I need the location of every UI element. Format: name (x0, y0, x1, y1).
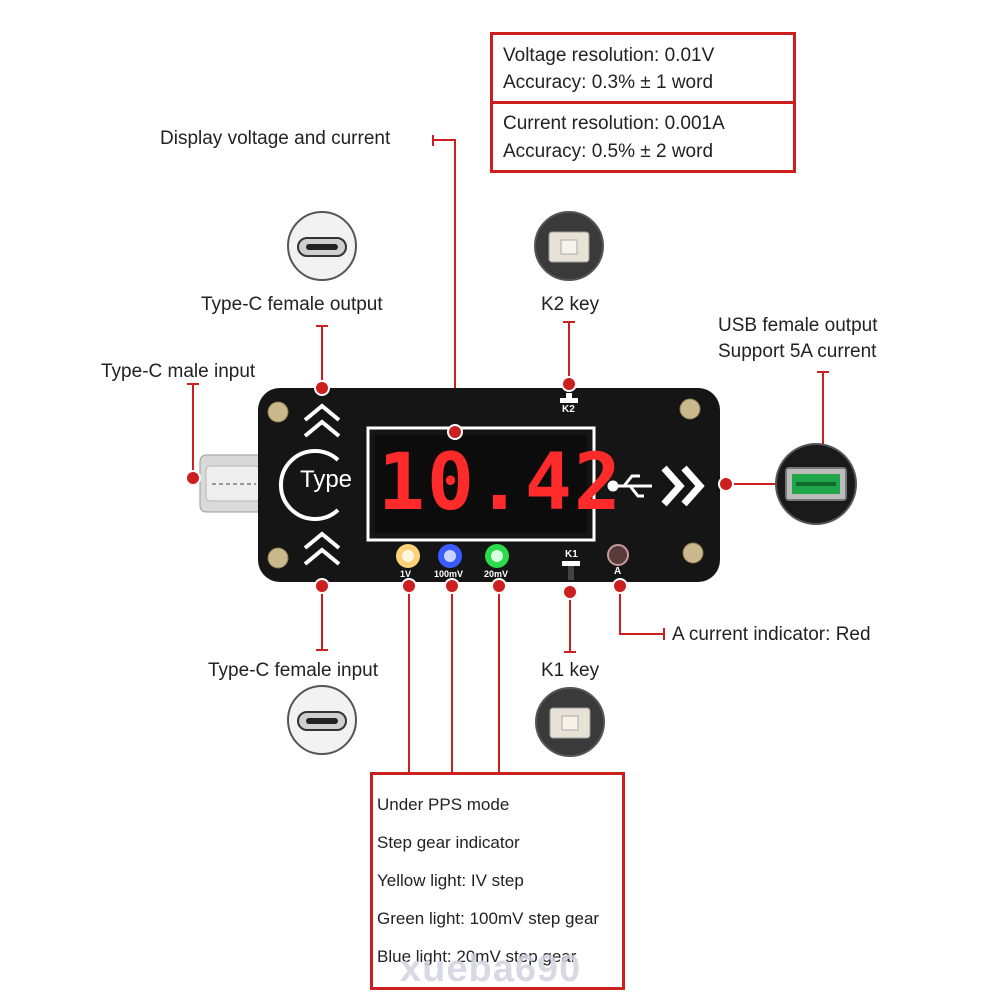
inset-k1-key (535, 687, 605, 757)
typec-male-plug (199, 454, 271, 513)
led2-silk-label: 100mV (434, 569, 464, 579)
pps-item: Yellow light: IV step (377, 871, 524, 890)
label-typec-female-output: Type-C female output (201, 294, 383, 315)
inset-usb-port (775, 443, 857, 525)
leader-display (433, 139, 456, 430)
current-accuracy: Accuracy: 0.5% ± 2 word (503, 141, 714, 162)
seven-segment-display: 10.42 (378, 438, 623, 528)
label-current-indicator: A current indicator: Red (672, 624, 871, 645)
led1-silk-label: 1V (400, 569, 412, 579)
label-typec-female-input: Type-C female input (208, 660, 379, 681)
chevron-up-icon-lower (303, 531, 341, 566)
label-usb-current: Support 5A current (718, 341, 877, 362)
label-usb-output: USB female output (718, 315, 878, 336)
display-frame (366, 426, 596, 542)
voltage-resolution: Voltage resolution: 0.01V (503, 45, 715, 66)
chevron-right-icon (661, 465, 705, 507)
inset-typec-input (287, 685, 357, 755)
pps-info-box: Under PPS mode Step gear indicator Yello… (370, 772, 625, 990)
pps-item: Blue light: 20mV step gear (377, 947, 577, 966)
leader-dots (185, 376, 734, 600)
label-typec-male-input: Type-C male input (101, 361, 256, 382)
voltage-accuracy: Accuracy: 0.3% ± 1 word (503, 72, 714, 93)
pps-item: Step gear indicator (377, 833, 520, 852)
spec-box: Voltage resolution: 0.01V Accuracy: 0.3%… (490, 32, 796, 173)
label-k1-key: K1 key (541, 660, 600, 681)
k2-silk-label: K2 (562, 404, 575, 415)
current-resolution: Current resolution: 0.001A (503, 113, 725, 134)
led3-silk-label: 20mV (484, 569, 509, 579)
pps-item: Under PPS mode (377, 795, 510, 814)
leader-current (619, 586, 664, 635)
usb-icon (607, 474, 652, 498)
type-logo-ring (279, 449, 340, 521)
spec-divider (493, 101, 793, 104)
pps-item: Green light: 100mV step gear (377, 909, 600, 928)
current-indicator-led (607, 544, 629, 566)
label-display: Display voltage and current (160, 128, 391, 149)
watermark: xueba690 (400, 948, 582, 990)
inset-typec-output (287, 211, 357, 281)
inset-k2-key (534, 211, 604, 281)
pcb-board (258, 388, 720, 582)
label-k2-key: K2 key (541, 294, 600, 315)
k1-silk-label: K1 (565, 549, 578, 560)
chevron-up-icon (303, 403, 341, 438)
type-logo-text: Type (300, 466, 353, 493)
a-silk-label: A (614, 566, 622, 577)
